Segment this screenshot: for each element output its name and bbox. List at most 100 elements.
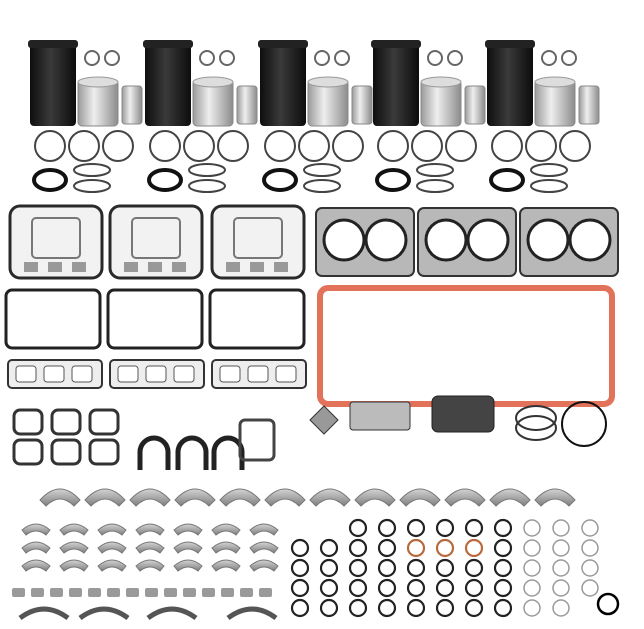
o-ring bbox=[596, 592, 620, 616]
rod-bearing-shell bbox=[211, 559, 241, 572]
main-bearing-shell bbox=[399, 488, 441, 507]
o-ring bbox=[377, 538, 397, 558]
o-ring bbox=[290, 578, 310, 598]
oil-pan-gasket bbox=[317, 285, 615, 407]
large-o-ring bbox=[515, 415, 557, 441]
water-pump-gasket bbox=[349, 401, 411, 431]
gasket-port bbox=[124, 262, 138, 272]
o-ring bbox=[530, 179, 568, 193]
liner-flange bbox=[143, 40, 193, 48]
cylinder-liner bbox=[487, 42, 533, 126]
piston-ring bbox=[445, 130, 477, 162]
o-ring bbox=[552, 559, 570, 577]
cylinder-bore-hole bbox=[322, 218, 366, 262]
small-flange-gasket bbox=[12, 438, 44, 466]
u-shaped-gasket bbox=[137, 435, 171, 470]
liner-seal bbox=[489, 168, 525, 192]
u-shaped-gasket bbox=[211, 435, 245, 470]
piston-pin bbox=[351, 85, 373, 125]
cylinder-bore-hole bbox=[364, 218, 408, 262]
o-ring bbox=[319, 538, 339, 558]
thrust-washer-tab bbox=[31, 588, 44, 597]
rod-bearing-shell bbox=[249, 541, 279, 554]
rod-bearing-shell bbox=[135, 559, 165, 572]
gasket-inner-frame bbox=[233, 217, 283, 259]
piston-ring bbox=[68, 130, 100, 162]
rod-bearing-shell bbox=[249, 523, 279, 536]
o-ring bbox=[493, 518, 513, 538]
o-ring bbox=[435, 578, 455, 598]
thrust-washer bbox=[18, 606, 70, 621]
piston-ring bbox=[149, 130, 181, 162]
o-ring bbox=[464, 598, 484, 618]
gasket-port bbox=[250, 262, 264, 272]
o-ring bbox=[348, 578, 368, 598]
thrust-washer-tab bbox=[145, 588, 158, 597]
rod-bearing-shell bbox=[21, 523, 51, 536]
snap-ring bbox=[447, 50, 463, 66]
o-ring bbox=[435, 538, 455, 558]
thrust-washer-tab bbox=[164, 588, 177, 597]
o-ring bbox=[303, 163, 341, 177]
manifold-port bbox=[71, 365, 93, 383]
snap-ring bbox=[541, 50, 557, 66]
snap-ring bbox=[104, 50, 120, 66]
piston-ring bbox=[183, 130, 215, 162]
small-flange-gasket bbox=[88, 438, 120, 466]
side-cover-gasket bbox=[208, 288, 306, 350]
rod-bearing-shell bbox=[21, 541, 51, 554]
piston-crown bbox=[192, 76, 234, 88]
manifold-port bbox=[173, 365, 195, 383]
small-flange-gasket bbox=[88, 408, 120, 436]
rod-bearing-shell bbox=[21, 559, 51, 572]
gasket-port bbox=[274, 262, 288, 272]
liner-flange bbox=[485, 40, 535, 48]
cylinder-liner bbox=[373, 42, 419, 126]
manifold-port bbox=[275, 365, 297, 383]
thrust-washer-tab bbox=[126, 588, 139, 597]
o-ring bbox=[464, 578, 484, 598]
rod-bearing-shell bbox=[97, 523, 127, 536]
rod-bearing-shell bbox=[59, 559, 89, 572]
gasket-inner-frame bbox=[131, 217, 181, 259]
o-ring bbox=[406, 538, 426, 558]
cylinder-bore-hole bbox=[424, 218, 468, 262]
rod-bearing-shell bbox=[211, 541, 241, 554]
cylinder-bore-hole bbox=[466, 218, 510, 262]
o-ring bbox=[552, 519, 570, 537]
o-ring bbox=[552, 599, 570, 617]
cylinder-liner bbox=[260, 42, 306, 126]
piston-ring bbox=[332, 130, 364, 162]
main-bearing-shell bbox=[534, 488, 576, 507]
liner-seal bbox=[147, 168, 183, 192]
o-ring bbox=[406, 598, 426, 618]
piston-pin bbox=[236, 85, 258, 125]
thrust-washer-tab bbox=[202, 588, 215, 597]
thrust-washer bbox=[146, 606, 198, 621]
manifold-port bbox=[247, 365, 269, 383]
snap-ring bbox=[334, 50, 350, 66]
manifold-port bbox=[117, 365, 139, 383]
snap-ring bbox=[199, 50, 215, 66]
piston-pin bbox=[464, 85, 486, 125]
rod-bearing-shell bbox=[173, 523, 203, 536]
o-ring bbox=[435, 518, 455, 538]
small-flange-gasket bbox=[50, 438, 82, 466]
o-ring bbox=[73, 179, 111, 193]
small-flange-gasket bbox=[50, 408, 82, 436]
rod-bearing-shell bbox=[173, 559, 203, 572]
o-ring bbox=[73, 163, 111, 177]
rod-bearing-shell bbox=[249, 559, 279, 572]
piston-crown bbox=[77, 76, 119, 88]
piston-ring bbox=[411, 130, 443, 162]
main-bearing-shell bbox=[354, 488, 396, 507]
o-ring bbox=[523, 519, 541, 537]
o-ring bbox=[493, 558, 513, 578]
o-ring bbox=[377, 598, 397, 618]
gasket-port bbox=[148, 262, 162, 272]
o-ring bbox=[523, 559, 541, 577]
o-ring bbox=[581, 539, 599, 557]
piston-ring bbox=[264, 130, 296, 162]
o-ring bbox=[303, 179, 341, 193]
